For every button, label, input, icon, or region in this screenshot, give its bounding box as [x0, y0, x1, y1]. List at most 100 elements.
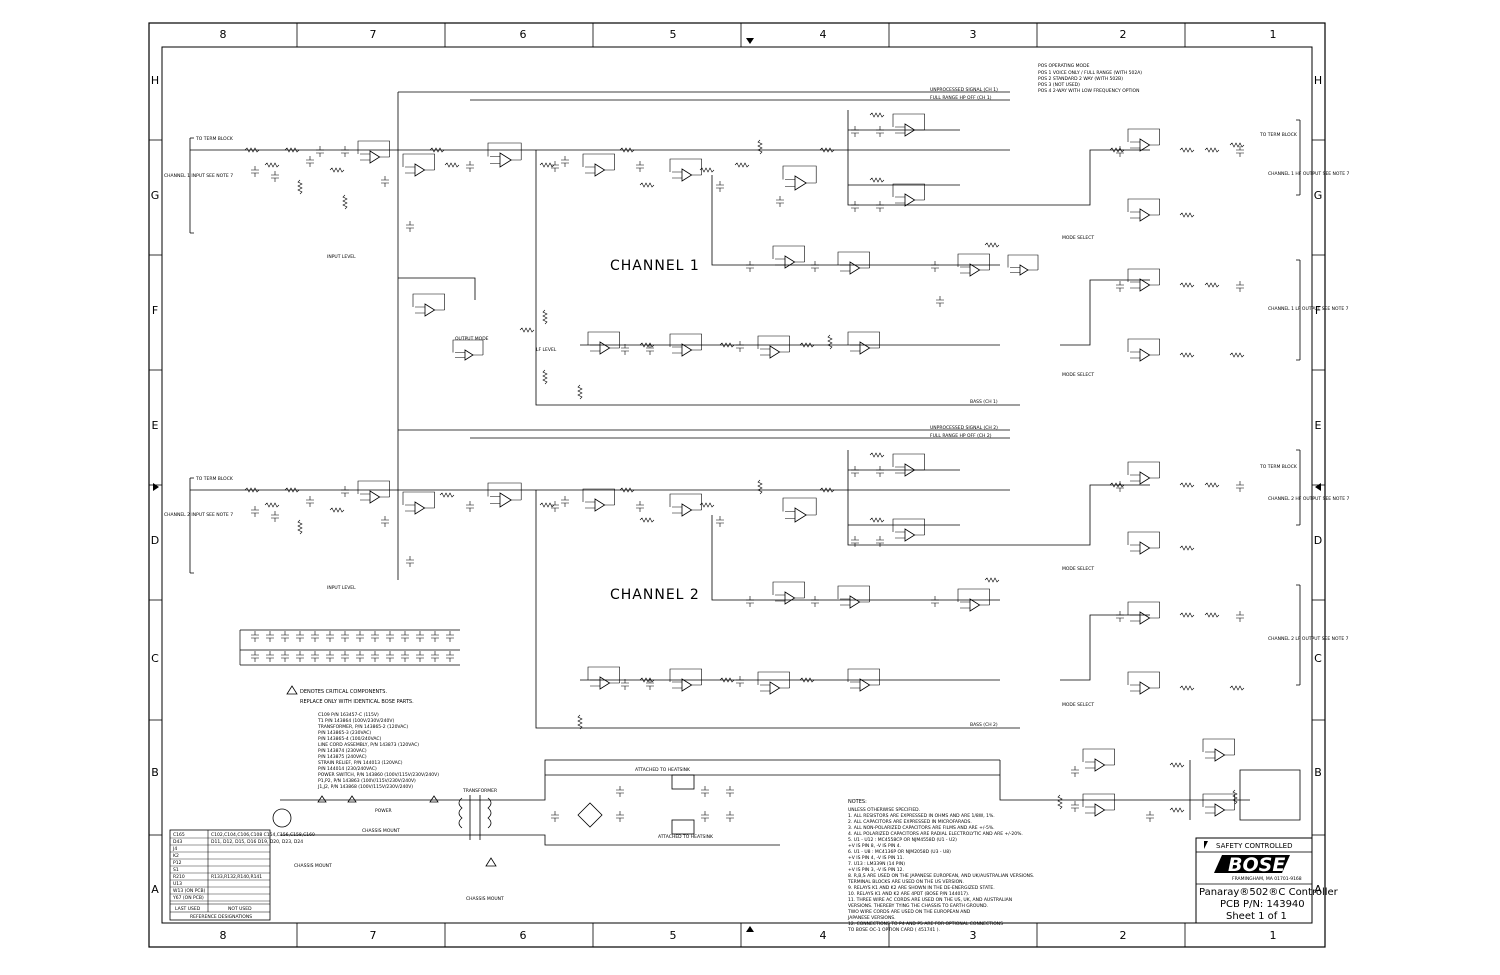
note-line: 11. THREE WIRE AC CORDS ARE USED ON THE …: [848, 897, 1012, 903]
bridge-rectifier: [577, 802, 603, 828]
op-amp-leads: [672, 681, 702, 689]
capacitor-symbol: [401, 651, 409, 662]
capacitor-symbol: [646, 344, 654, 355]
ch1-hf-term-block-label: TO TERM BLOCK: [1259, 132, 1298, 138]
resistor-symbol: [819, 487, 835, 493]
resistor-symbol: [429, 147, 445, 153]
capacitor-symbol: [621, 344, 629, 355]
table-header-not-used: NOT USED: [228, 906, 252, 912]
op-amp-symbol: [1139, 278, 1151, 292]
power-return: [280, 834, 780, 846]
op-amp-leads: [895, 531, 925, 539]
table-row-last-used: U13: [173, 881, 182, 887]
resistor-symbol: [284, 487, 300, 493]
capacitor-symbol: [341, 631, 349, 642]
frame-arrow-right: [1315, 483, 1321, 491]
ch2-hf-feed: [711, 515, 1000, 601]
row-label-g: G: [151, 189, 160, 202]
op-amp-leads: [1205, 806, 1235, 814]
op-amp-symbol: [849, 595, 861, 609]
capacitor-symbol: [876, 126, 884, 137]
op-amp-leads: [585, 166, 615, 174]
resistor-symbol: [869, 452, 885, 458]
channel-2-title: CHANNEL 2: [610, 587, 700, 603]
critical-part-line: P/N 143865-3 (230VAC): [318, 730, 371, 736]
ch1-bass-line: [535, 150, 1020, 406]
component-clusters: [244, 112, 1245, 822]
critical-part-line: C109 P/N 163457-C (115V): [318, 712, 379, 718]
pos-operating-mode: POS OPERATING MODE POS 1 VOICE ONLY / FU…: [1038, 63, 1142, 94]
op-amp-symbol: [1139, 471, 1151, 485]
resistor-symbol: [819, 147, 835, 153]
ch2-input-level-label: INPUT LEVEL: [327, 585, 356, 591]
power-rail: [280, 759, 1000, 801]
row-label-right-g: G: [1314, 189, 1323, 202]
capacitor-symbol: [281, 631, 289, 642]
op-amp-feedback: [402, 153, 435, 170]
capacitor-symbol: [266, 651, 274, 662]
op-amp-leads: [775, 258, 805, 266]
regulator-u14: [671, 819, 695, 835]
switch-warning-icon: [429, 795, 439, 803]
channel-1-title: CHANNEL 1: [610, 258, 700, 274]
col-label-bottom-2: 2: [1120, 929, 1127, 942]
capacitor-symbol: [551, 501, 559, 512]
safety-controlled-text: SAFETY CONTROLLED: [1216, 842, 1292, 850]
op-amp-feedback: [1082, 748, 1115, 765]
op-amp-symbol: [1139, 681, 1151, 695]
resistor-symbol: [984, 577, 1000, 583]
capacitor-symbol: [371, 651, 379, 662]
op-amp-feedback: [402, 491, 435, 508]
op-amp-leads: [1085, 806, 1115, 814]
op-amp-symbol: [369, 490, 381, 504]
note-line: TWO WIRE CORDS ARE USED ON THE EUROPEAN …: [847, 909, 971, 915]
resistor-symbol: [1179, 282, 1195, 288]
op-amp-feedback: [892, 183, 925, 200]
transformer-label: TRANSFORMER: [462, 788, 497, 794]
table-row-last-used: W13 (ON PCB): [173, 888, 206, 894]
op-amp-symbol: [681, 168, 693, 182]
op-amp-feedback: [757, 671, 790, 688]
resistor-symbol: [577, 714, 583, 730]
capacitor-symbol: [1116, 281, 1124, 292]
resistor-symbol: [1229, 685, 1245, 691]
note-line: 2. ALL CAPACITORS ARE EXPRESSED IN MICRO…: [848, 819, 972, 825]
ch2-lf-bracket: [1296, 584, 1301, 686]
col-label-6: 6: [520, 28, 527, 41]
capacitor-symbol: [1236, 611, 1244, 622]
capacitor-symbol: [431, 631, 439, 642]
table-row-last-used: P12: [173, 860, 182, 866]
resistor-symbol: [1179, 685, 1195, 691]
capacitor-symbol: [746, 596, 754, 607]
capacitor-symbol: [371, 631, 379, 642]
heatsink-label-1: ATTACHED TO HEATSINK: [635, 767, 691, 773]
resistor-symbol: [619, 147, 635, 153]
op-amp-leads: [1130, 614, 1160, 622]
frame-arrow-top: [746, 38, 754, 44]
resistor-symbol: [799, 677, 815, 683]
ch1-input-label: CHANNEL 1 INPUT SEE NOTE 7: [164, 173, 233, 179]
resistor-symbol: [757, 139, 763, 155]
resistor-symbol: [869, 517, 885, 523]
op-amp-feedback: [957, 253, 990, 270]
op-amp-feedback: [669, 493, 702, 510]
table-header-last-used: LAST USED: [175, 906, 201, 912]
table-row-not-used: R133,R132,R140,R141: [211, 874, 262, 880]
ch2-bass-line: [535, 490, 1020, 729]
capacitor-symbol: [271, 511, 279, 522]
op-amp-symbol: [594, 163, 606, 177]
capacitor-symbol: [551, 811, 559, 822]
capacitor-symbol: [646, 679, 654, 690]
op-amp-leads: [490, 156, 522, 164]
sheet-number: Sheet 1 of 1: [1226, 911, 1287, 922]
ch1-output-tap: [398, 277, 476, 300]
op-amp-symbol: [769, 681, 781, 695]
critical-part-line: P/N 143874 (230VAC): [318, 748, 367, 754]
capacitor-symbol: [746, 261, 754, 272]
op-amp-leads: [1130, 544, 1160, 552]
safety-box: [1195, 837, 1313, 853]
pos-title: POS OPERATING MODE: [1038, 63, 1090, 69]
resistor-symbol: [1232, 789, 1238, 805]
resistor-symbol: [1169, 762, 1185, 768]
resistor-symbol: [639, 342, 655, 348]
